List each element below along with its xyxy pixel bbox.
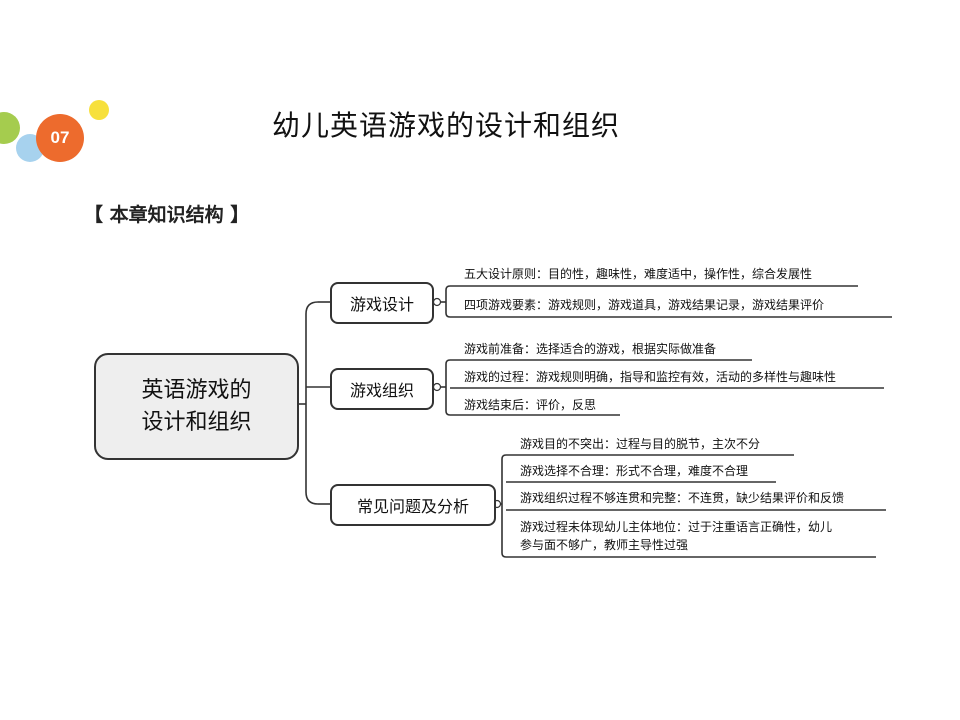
connector-trunk xyxy=(305,301,319,505)
branch-common-problems: 常见问题及分析 xyxy=(330,484,496,526)
leaf-process: 游戏的过程：游戏规则明确，指导和监控有效，活动的多样性与趣味性 xyxy=(464,370,837,384)
branch-label: 游戏组织 xyxy=(349,381,414,400)
branch-label: 游戏设计 xyxy=(349,295,414,314)
chapter-badge: 07 xyxy=(36,114,84,162)
leaf-game-elements: 四项游戏要素：游戏规则，游戏道具，游戏结果记录，游戏结果评价 xyxy=(464,298,825,312)
branch-label: 常见问题及分析 xyxy=(356,497,469,516)
decor-dot-lime xyxy=(0,112,20,144)
leaf-problem-3: 游戏组织过程不够连贯和完整：不连贯，缺少结果评价和反馈 xyxy=(520,491,845,505)
leaf-design-principles: 五大设计原则：目的性，趣味性，难度适中，操作性，综合发展性 xyxy=(464,267,813,281)
mindmap-root: 英语游戏的 设计和组织 xyxy=(94,353,299,460)
connector-b3-fan xyxy=(501,454,507,558)
leaf-problem-4-line2: 参与面不够广，教师主导性过强 xyxy=(520,538,689,552)
leaf-preparation: 游戏前准备：选择适合的游戏，根据实际做准备 xyxy=(464,342,717,356)
chapter-number: 07 xyxy=(50,128,70,147)
branch-design: 游戏设计 xyxy=(330,282,434,324)
node-dot xyxy=(432,297,442,307)
connector-b2-fan xyxy=(445,359,451,416)
leaf-after-game: 游戏结束后：评价，反思 xyxy=(464,398,597,412)
leaf-problem-4: 游戏过程未体现幼儿主体地位：过于注重语言正确性，幼儿 参与面不够广，教师主导性过… xyxy=(520,518,832,554)
leaf-problem-4-line1: 游戏过程未体现幼儿主体地位：过于注重语言正确性，幼儿 xyxy=(520,520,833,534)
leaf-problem-2: 游戏选择不合理：形式不合理，难度不合理 xyxy=(520,464,749,478)
root-label-line1: 英语游戏的 xyxy=(141,377,252,403)
connector-b1-fan xyxy=(445,285,451,318)
section-heading: 【 本章知识结构 】 xyxy=(84,204,250,226)
root-label-line2: 设计和组织 xyxy=(141,409,252,435)
branch-organization: 游戏组织 xyxy=(330,368,434,410)
page-title: 幼儿英语游戏的设计和组织 xyxy=(272,109,621,142)
decor-dot-yellow xyxy=(89,100,109,120)
leaf-problem-1: 游戏目的不突出：过程与目的脱节，主次不分 xyxy=(520,437,761,451)
node-dot xyxy=(432,382,442,392)
